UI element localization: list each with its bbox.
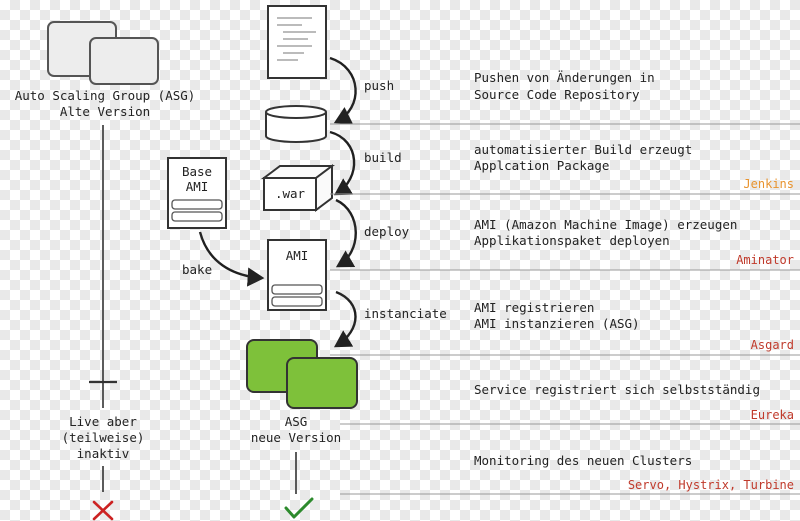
old-asg-label: Auto Scaling Group (ASG): [14, 88, 196, 103]
tool-jenkins: Jenkins: [743, 177, 794, 191]
base-ami-label-line1: Base: [181, 164, 213, 179]
push-label: push: [364, 78, 395, 93]
build-arrow: [329, 130, 356, 196]
instanciate-label: instanciate: [364, 306, 447, 321]
check-icon: [284, 497, 314, 519]
step-2-line2: Applcation Package: [474, 158, 610, 173]
tool-asgard: Asgard: [750, 338, 794, 352]
new-asg-version-label: neue Version: [250, 430, 342, 445]
old-asg-status-line1: Live aber: [69, 414, 137, 429]
ami-icon: [267, 239, 327, 311]
ami-label: AMI: [285, 248, 309, 263]
bake-label: bake: [182, 262, 213, 277]
tool-eureka: Eureka: [750, 408, 794, 422]
deploy-label: deploy: [364, 224, 410, 239]
step-1-line1: Pushen von Änderungen in: [474, 70, 655, 85]
step-5-line1: Service registriert sich selbstständig: [474, 382, 760, 397]
new-asg-icon: [246, 339, 358, 409]
bake-arrow: [198, 231, 265, 287]
tool-aminator: Aminator: [736, 253, 794, 267]
old-asg-status-line3: inaktiv: [76, 446, 130, 461]
cross-icon: [92, 500, 114, 521]
step-6-line1: Monitoring des neuen Clusters: [474, 453, 693, 468]
database-icon: [265, 105, 327, 143]
tool-servo-hystrix-turbine: Servo, Hystrix, Turbine: [627, 478, 794, 492]
old-asg-version-label: Alte Version: [59, 104, 151, 119]
old-asg-status-line2: (teilweise): [61, 430, 145, 445]
step-3-line2: Applikationspaket deployen: [474, 233, 670, 248]
instanciate-arrow: [333, 290, 357, 348]
step-1-line2: Source Code Repository: [474, 87, 640, 102]
package-box-icon: [261, 164, 335, 212]
document-icon: [267, 5, 327, 79]
old-asg-timeline: [89, 125, 117, 492]
step-3-line1: AMI (Amazon Machine Image) erzeugen: [474, 217, 738, 232]
step-4-line1: AMI registrieren: [474, 300, 595, 315]
old-asg-icon: [47, 21, 159, 85]
build-label: build: [364, 150, 402, 165]
base-ami-icon: [167, 157, 227, 229]
step-4-line2: AMI instanzieren (ASG): [474, 316, 640, 331]
package-label: .war: [274, 186, 306, 201]
step-separators: [330, 123, 800, 495]
base-ami-label-line2: AMI: [185, 179, 209, 194]
deploy-arrow: [335, 198, 357, 268]
new-asg-label: ASG: [284, 414, 308, 429]
push-arrow: [329, 56, 357, 125]
step-2-line1: automatisierter Build erzeugt: [474, 142, 693, 157]
